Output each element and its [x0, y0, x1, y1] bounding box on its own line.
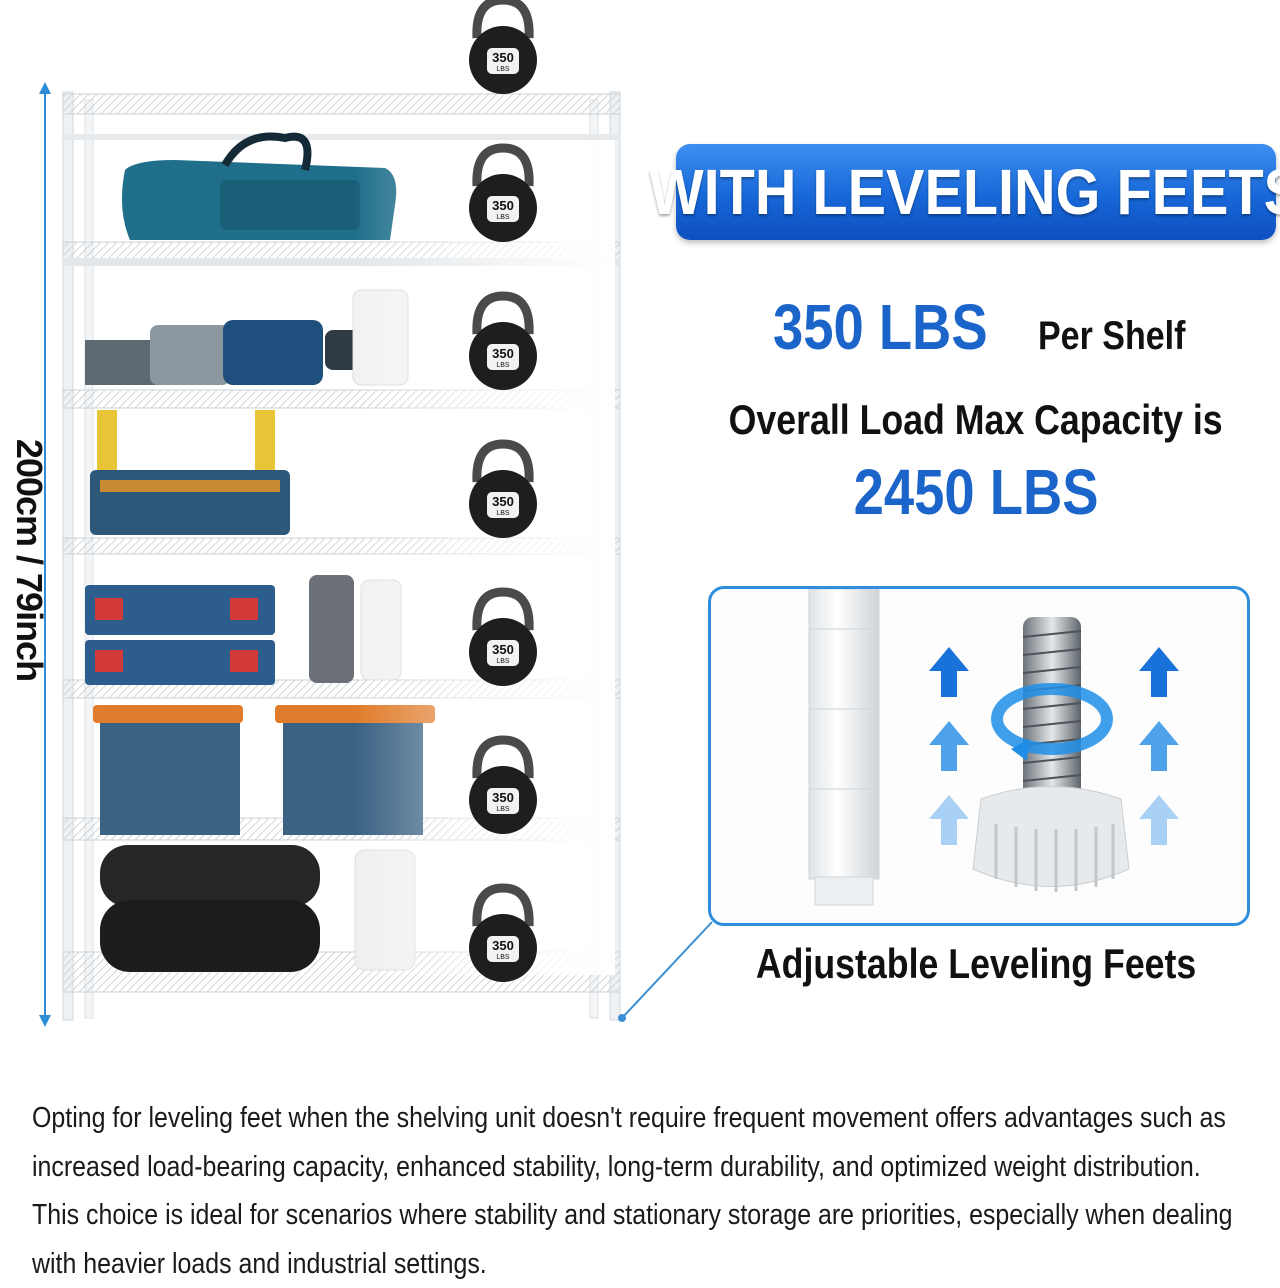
tool-cases	[85, 575, 401, 685]
tool-bag	[90, 410, 290, 535]
overall-capacity-number: 2450 LBS	[854, 455, 1099, 529]
inset-caption-text: Adjustable Leveling Feets	[756, 940, 1196, 988]
kettlebell-unit: LBS	[496, 806, 510, 813]
kettlebell-label: 350	[492, 50, 514, 65]
description-line: increased load-bearing capacity, enhance…	[32, 1143, 1262, 1192]
banner-title: WITH LEVELING FEETS	[650, 155, 1280, 229]
kettlebell-unit: LBS	[496, 954, 510, 961]
kettlebell-label: 350	[492, 494, 514, 509]
description-paragraph: Opting for leveling feet when the shelvi…	[32, 1094, 1262, 1274]
kettlebell-unit: LBS	[496, 658, 510, 665]
description-line: This choice is ideal for scenarios where…	[32, 1191, 1262, 1240]
overall-capacity-text: Overall Load Max Capacity is	[729, 396, 1223, 444]
kettlebell-label: 350	[492, 938, 514, 953]
leveling-foot-closeup	[708, 586, 1250, 926]
kettlebell-label: 350	[492, 790, 514, 805]
per-shelf-unit: Per Shelf	[1038, 314, 1185, 359]
kettlebell-unit: LBS	[496, 214, 510, 221]
kettlebell-unit: LBS	[496, 66, 510, 73]
kettlebell-label: 350	[492, 346, 514, 361]
kettlebell-unit: LBS	[496, 362, 510, 369]
kettlebell-label: 350	[492, 642, 514, 657]
leveling-feet-banner: WITH LEVELING FEETS	[676, 144, 1276, 240]
kettlebell-unit: LBS	[496, 510, 510, 517]
per-shelf-capacity: 350 LBS Per Shelf	[676, 290, 1276, 370]
description-line: Opting for leveling feet when the shelvi…	[32, 1094, 1262, 1143]
leveling-foot-illustration	[711, 589, 1247, 923]
inset-caption: Adjustable Leveling Feets	[708, 940, 1244, 996]
wire-shelving-unit: 350LBS350LBS350LBS350LBS350LBS350LBS350L…	[55, 0, 655, 1030]
per-shelf-value: 350 LBS	[773, 290, 988, 364]
height-dimension-label: 200cm / 79inch	[10, 360, 50, 760]
kettlebell-label: 350	[492, 198, 514, 213]
overall-capacity-value: 2450 LBS	[676, 455, 1276, 535]
overall-capacity-label: Overall Load Max Capacity is	[676, 396, 1276, 452]
